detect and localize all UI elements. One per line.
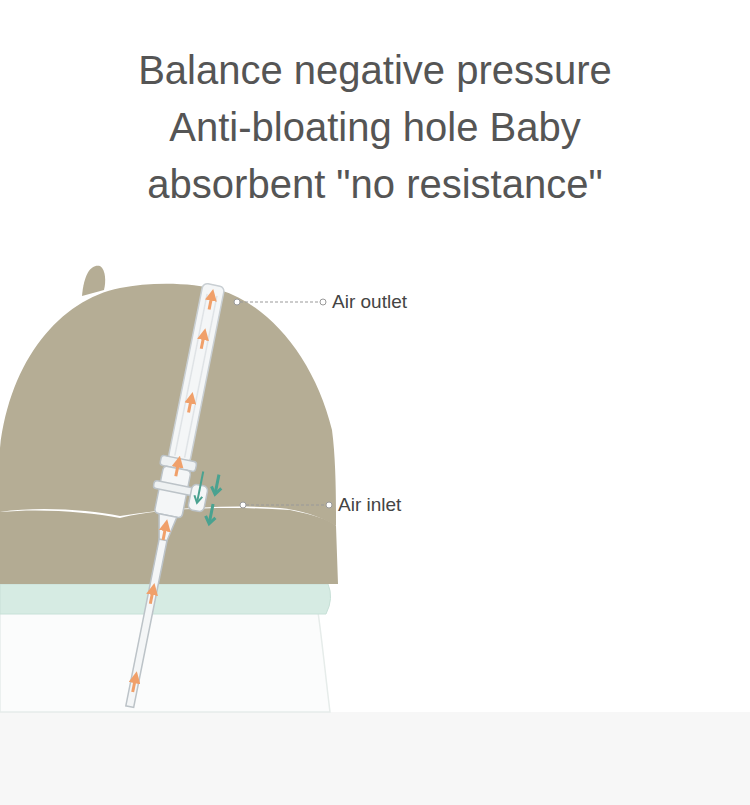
part-label: Air outlet [330,291,409,313]
part-label: Air inlet [336,494,403,516]
heading: Balance negative pressure Anti-bloating … [95,42,655,213]
